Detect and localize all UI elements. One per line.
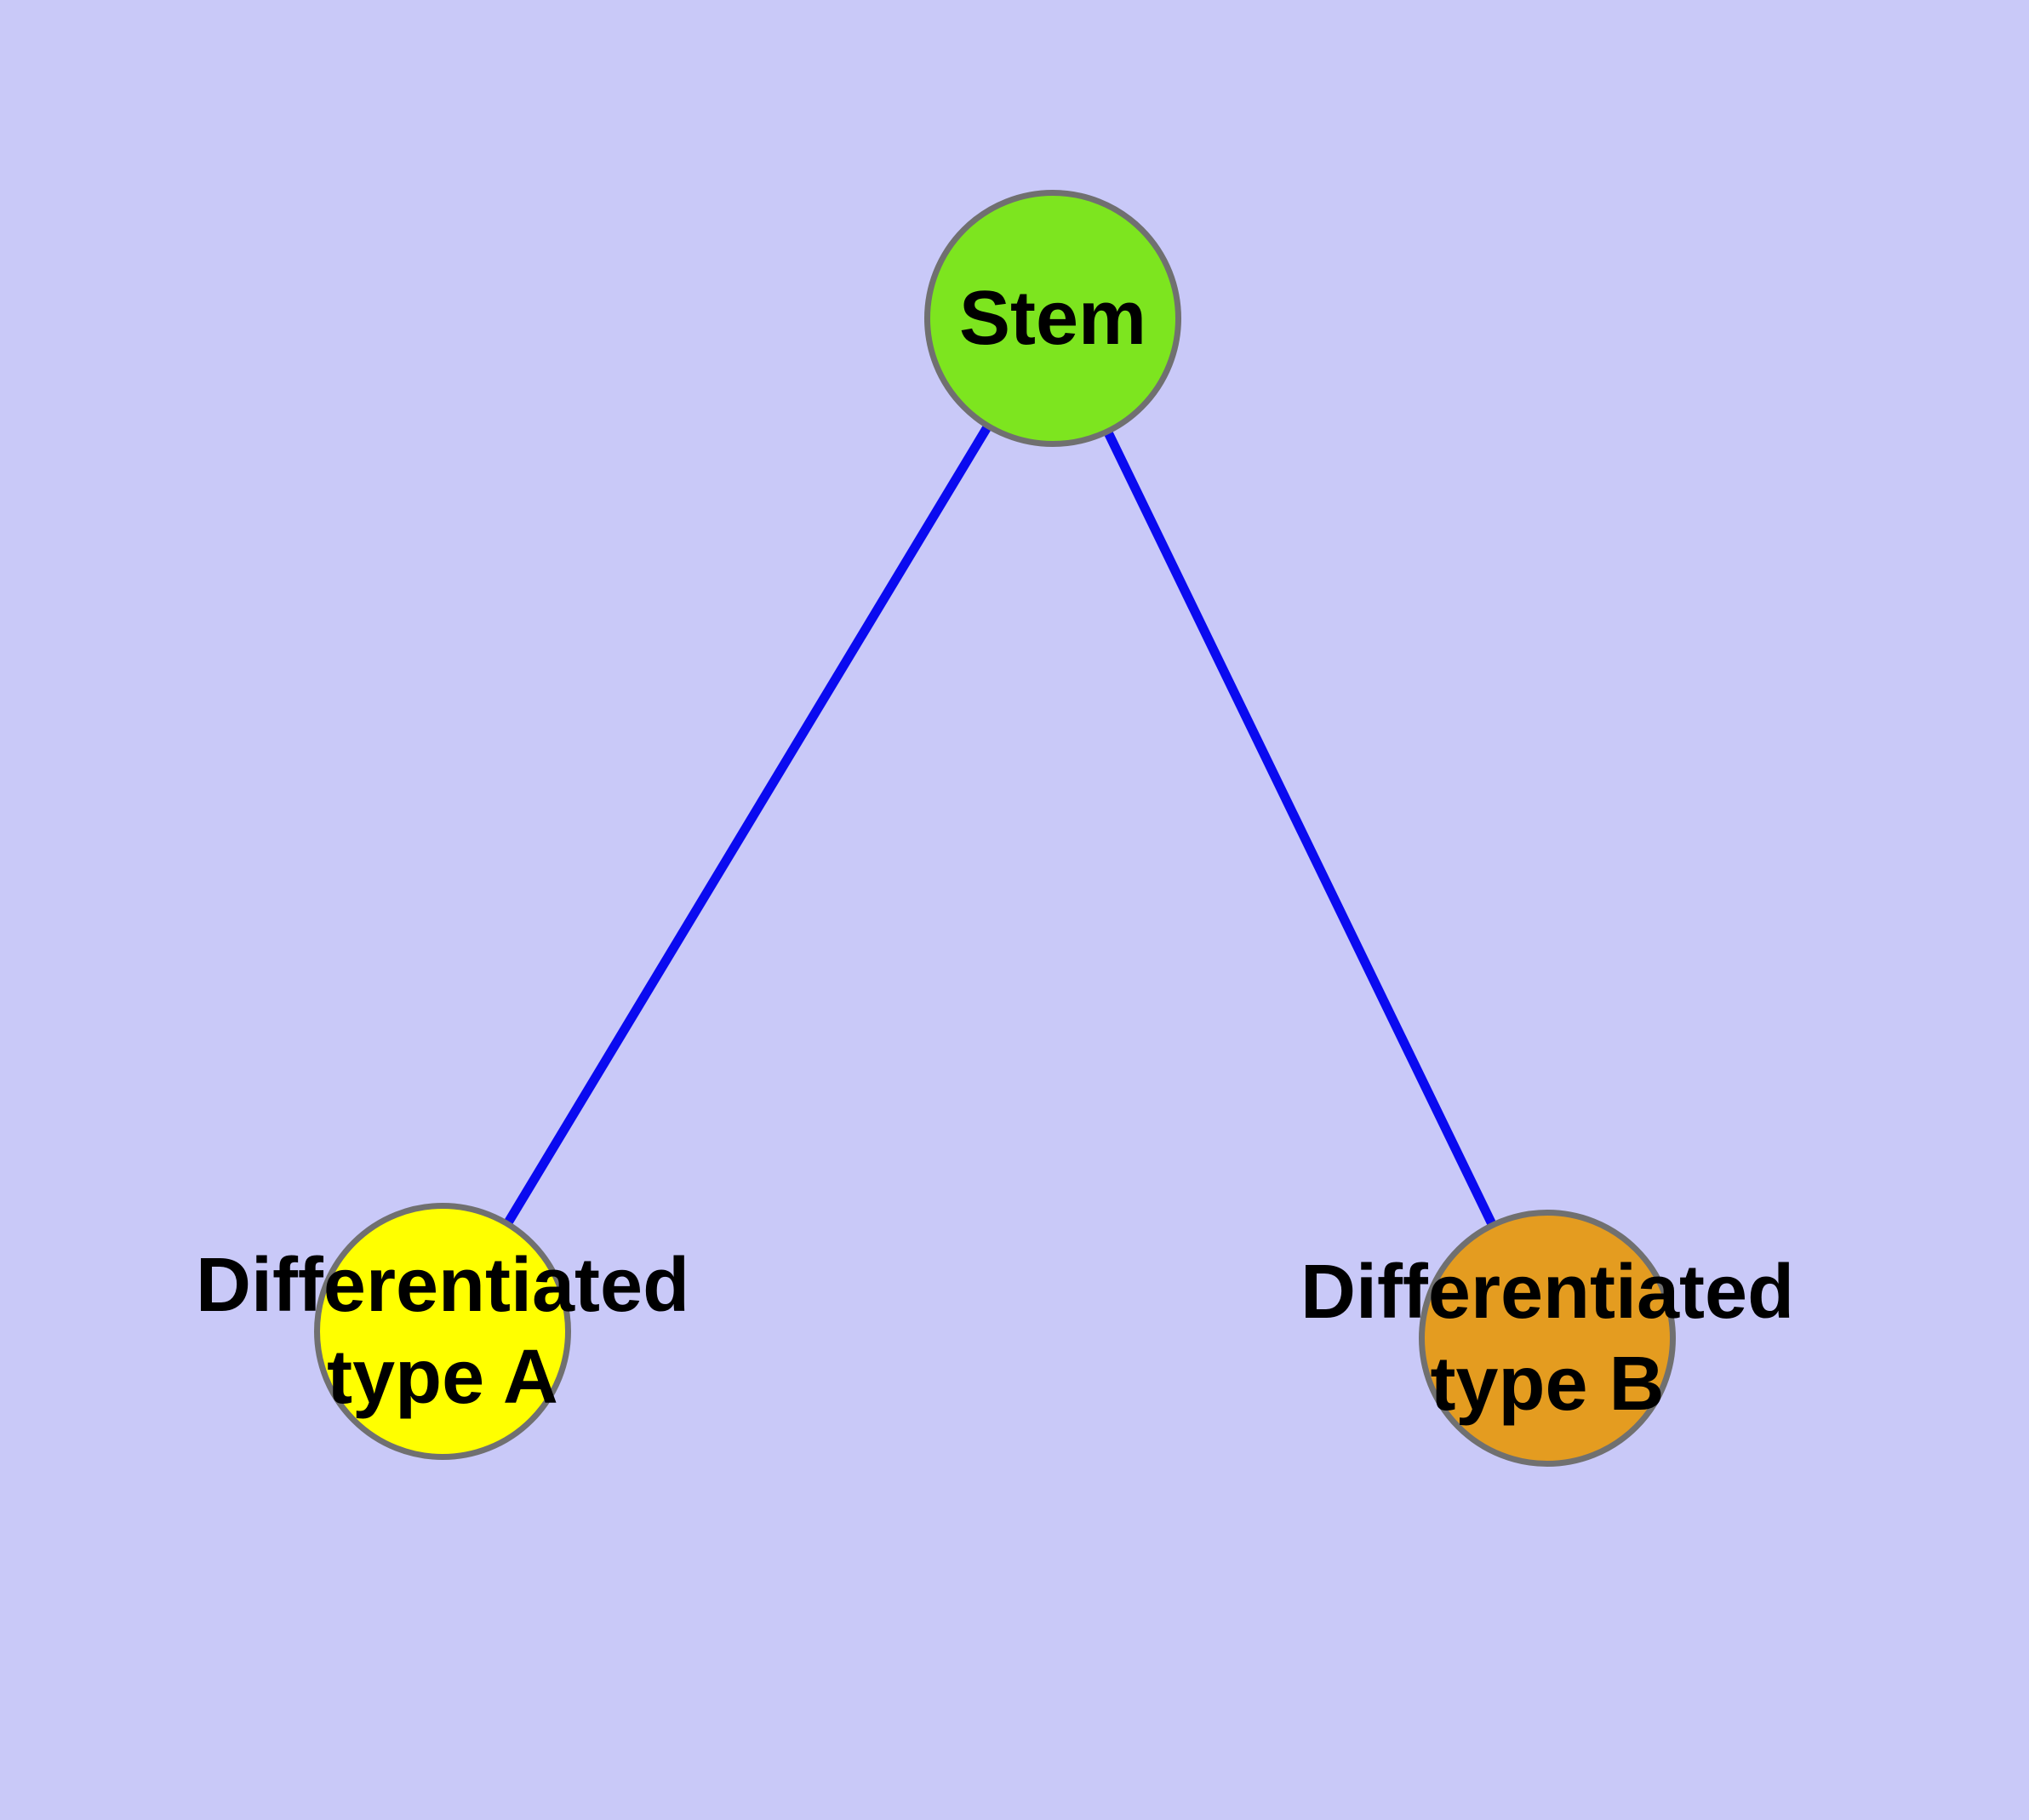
node-type-a[interactable] [314, 1203, 571, 1460]
node-type-b[interactable] [1419, 1210, 1676, 1467]
node-stem[interactable] [924, 190, 1181, 447]
node-label-type-a: Differentiated type A [195, 1243, 690, 1420]
edge-stem-type-a [438, 316, 1057, 1334]
node-label-stem: Stem [958, 276, 1147, 361]
edge-stem-type-b [1049, 316, 1552, 1341]
node-label-type-b: Differentiated type B [1300, 1250, 1795, 1427]
